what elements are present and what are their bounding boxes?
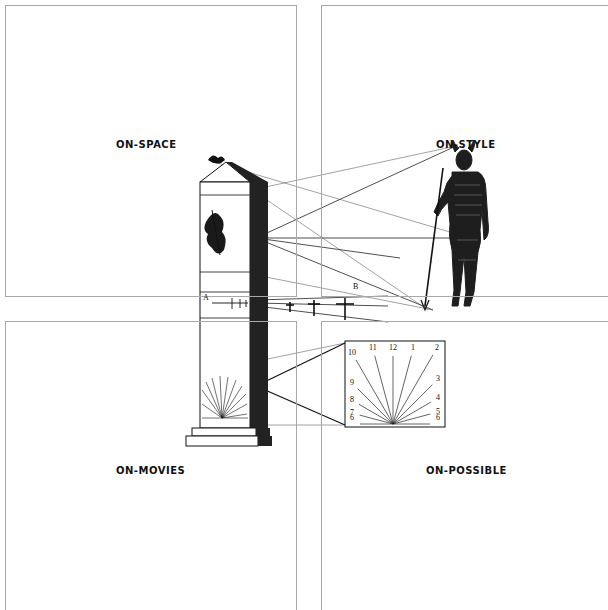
hour-line: [393, 402, 431, 424]
hour-number: 2: [435, 344, 439, 352]
quadrant-box: ON-STYLE: [321, 5, 608, 297]
hour-number: 1: [411, 344, 415, 352]
hour-number: 3: [436, 375, 440, 383]
hour-line: [360, 424, 393, 425]
quadrant-box: ON-MOVIES: [5, 321, 297, 610]
hour-line: [393, 424, 430, 425]
quadrant-box: ON-SPACE: [5, 5, 297, 297]
hour-line: [356, 360, 393, 424]
hour-line: [393, 356, 411, 424]
hour-number: 8: [350, 396, 354, 404]
hour-number: 10: [348, 349, 356, 357]
hour-number: 7: [350, 409, 354, 417]
quadrant-box: ON-POSSIBLE: [321, 321, 608, 610]
hour-number: 12: [389, 344, 397, 352]
hour-line: [393, 355, 433, 424]
hour-number: 4: [436, 394, 440, 402]
letter-mark: B: [353, 283, 358, 291]
hour-number: 6: [436, 414, 440, 422]
hour-number: 11: [369, 344, 377, 352]
hour-line: [393, 356, 394, 424]
hour-number: 9: [350, 379, 354, 387]
section-label: ON-MOVIES: [116, 465, 185, 477]
section-label: ON-SPACE: [116, 139, 177, 151]
hour-line: [360, 415, 393, 424]
section-label: ON-STYLE: [436, 139, 496, 151]
hour-line: [393, 414, 430, 424]
section-label: ON-POSSIBLE: [426, 465, 507, 477]
letter-mark: A: [203, 294, 209, 302]
hour-line: [375, 356, 393, 424]
hour-line: [393, 385, 432, 424]
